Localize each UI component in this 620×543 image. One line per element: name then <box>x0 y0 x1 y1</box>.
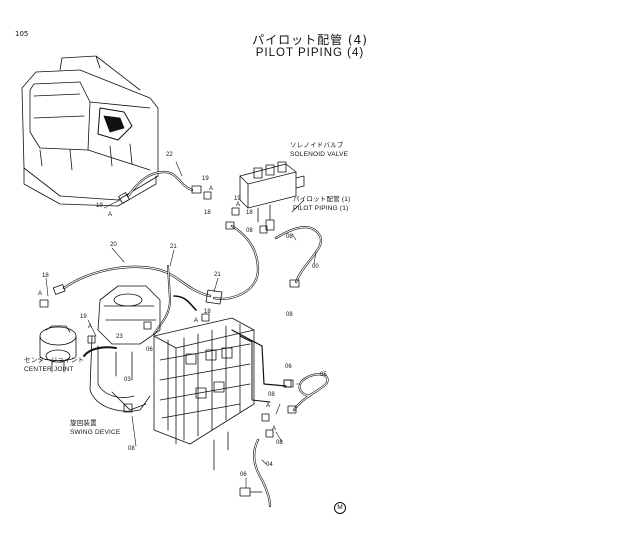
excavator-thumbnail <box>21 55 159 207</box>
part-number-03: 03 <box>124 377 131 383</box>
callout-a: A <box>194 318 199 324</box>
solenoid-valve <box>239 161 305 231</box>
part-number-08: 08 <box>286 312 293 318</box>
part-number-19: 19 <box>234 196 241 202</box>
part-number-08: 08 <box>276 440 283 446</box>
center-joint-label: CENTER JOINT <box>24 366 74 373</box>
callout-a: A <box>272 426 277 432</box>
part-number-18: 18 <box>42 273 49 279</box>
corner-mark: M <box>334 502 346 514</box>
solenoid-valve-label-jp: ソレノイドバルブ <box>290 142 344 149</box>
swing-device-label-jp: 旋回装置 <box>70 420 97 427</box>
part-number-19: 19 <box>80 314 87 320</box>
part-number-05: 05 <box>320 372 327 378</box>
part-number-08: 08 <box>128 446 135 452</box>
part-number-18: 18 <box>204 309 211 315</box>
part-number-18: 18 <box>204 210 211 216</box>
callout-a: A <box>236 202 241 208</box>
callout-a: A <box>108 212 113 218</box>
center-joint-label-jp: センタージョイント <box>24 357 85 364</box>
hose-08-right <box>274 226 323 288</box>
pilot-piping-ref: PILOT PIPING (1) <box>293 205 349 212</box>
fittings <box>39 191 292 438</box>
page-title-japanese: パイロット配管 (4) <box>252 33 368 47</box>
callout-a: A <box>38 291 43 297</box>
part-number-23: 23 <box>116 334 123 340</box>
solenoid-valve-label: SOLENOID VALVE <box>290 151 349 158</box>
callout-a: A <box>266 403 271 409</box>
part-number-20: 20 <box>110 242 117 248</box>
hose-19 <box>153 265 197 335</box>
part-number-04: 04 <box>266 462 273 468</box>
part-number-08: 08 <box>268 392 275 398</box>
page-number: 105 <box>15 30 29 38</box>
part-number-06: 06 <box>240 472 247 478</box>
part-number-19: 19 <box>202 176 209 182</box>
leader-lines <box>45 161 317 489</box>
swing-device-label: SWING DEVICE <box>70 429 121 436</box>
pipe-03 <box>213 329 287 471</box>
center-joint <box>39 325 77 373</box>
callout-a: A <box>88 324 93 330</box>
part-number-21: 21 <box>170 244 177 250</box>
hose-20 <box>52 265 212 298</box>
control-valve <box>153 317 255 445</box>
part-number-06: 06 <box>146 347 153 353</box>
part-number-21: 21 <box>214 272 221 278</box>
hose-22 <box>118 170 202 204</box>
swing-device <box>83 285 161 412</box>
part-number-00: 00 <box>312 264 319 270</box>
callout-a: A <box>209 186 214 192</box>
part-number-19: 19 <box>96 203 103 209</box>
part-number-08: 08 <box>246 228 253 234</box>
pilot-piping-ref-jp: パイロット配管 (1) <box>293 196 351 203</box>
part-number-08: 08 <box>286 234 293 240</box>
hose-04 <box>239 438 272 508</box>
hose-21 <box>205 221 260 305</box>
part-number-18: 18 <box>246 210 253 216</box>
part-number-06: 06 <box>285 364 292 370</box>
page-title: PILOT PIPING (4) <box>255 47 365 59</box>
part-number-22: 22 <box>166 152 173 158</box>
hose-05 <box>283 373 329 414</box>
